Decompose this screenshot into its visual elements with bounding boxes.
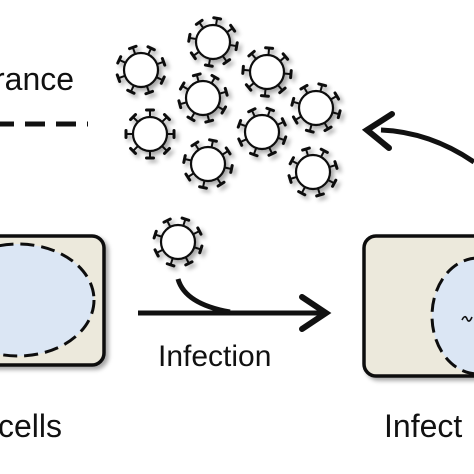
virus-particle-icon (152, 216, 204, 268)
viral-genome-squiggle (461, 315, 473, 322)
virus-particle-icon (290, 82, 342, 134)
virus-particle-icon (287, 146, 339, 198)
virus-particle-icon (182, 138, 234, 190)
infection-label: Infection (158, 340, 271, 373)
infected-cell (362, 234, 474, 378)
cells-label: cells (0, 408, 62, 444)
release-arrow (361, 111, 474, 165)
cell-nucleus (0, 242, 96, 358)
infected-cells-label: Infect (384, 408, 462, 444)
virion-cluster (115, 16, 342, 198)
infecting-virion (152, 216, 204, 268)
clearance-label: rance (0, 61, 74, 97)
infection-arrow (138, 278, 332, 332)
virus-particle-icon (187, 16, 239, 68)
virus-particle-icon (236, 106, 288, 158)
uninfected-cell (0, 234, 106, 367)
cell-nucleus (430, 256, 474, 376)
virus-particle-icon (241, 46, 293, 98)
virus-particle-icon (124, 108, 176, 160)
virus-particle-icon (177, 72, 229, 124)
virus-particle-icon (115, 44, 167, 96)
